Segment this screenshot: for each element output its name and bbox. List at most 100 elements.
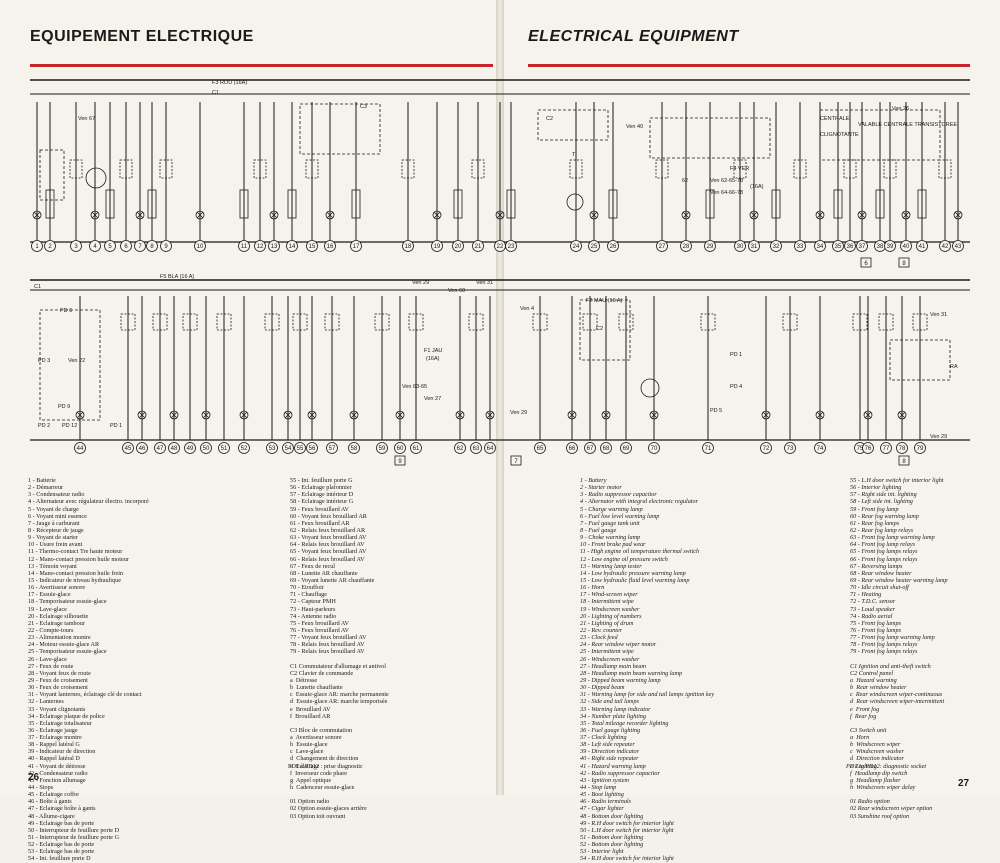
legend-entry: C1 Ignition and anti-theft switch — [850, 662, 931, 670]
connector-circle — [794, 240, 806, 252]
connector-number: 21 — [475, 244, 482, 250]
legend-entry: 75 - Feux brouillard AV — [290, 619, 350, 627]
connector-circle — [656, 240, 668, 252]
legend-entry: 8 - Récepteur de jauge — [28, 526, 84, 534]
diagram-label: PD 9 — [58, 404, 70, 410]
legend-entry: 54 - Int. feuillure porte D — [28, 855, 91, 863]
legend-entry: 17 - Wind-screen wiper — [580, 591, 638, 599]
connector-circle — [648, 442, 660, 454]
legend-entry: 27 - Headlamp main beam — [580, 662, 646, 670]
legend-entry: 20 - Lighting of numbers — [580, 612, 642, 620]
connector-number: 13 — [271, 244, 278, 250]
page-number-right: 27 — [958, 778, 970, 789]
connector-circle — [814, 240, 826, 252]
connector-circle — [484, 442, 496, 454]
connector-circle — [136, 442, 148, 454]
diagram-label: C3 — [360, 104, 367, 110]
legend-entry: 71 - Chauffage — [290, 591, 327, 599]
relay-box — [120, 313, 136, 331]
legend-entry: 73 - Loud speaker — [850, 605, 895, 613]
connector-circle — [306, 240, 318, 252]
component-box — [705, 189, 715, 219]
legend-entry: 62 - Relais feux brouillard AR — [290, 526, 366, 534]
relay-box — [408, 313, 424, 331]
legend-entry: c Essuie-glace AR: marche permanente — [290, 691, 389, 699]
control-unit — [299, 103, 381, 155]
diagram-label: Ven 27 — [424, 396, 441, 402]
legend-entry: 15 - Indicateur de niveau hydraulique — [28, 576, 121, 584]
legend-entry: 14 - Mano-contact pression huile frein — [28, 569, 124, 577]
connector-number: 74 — [817, 446, 824, 452]
lamp-symbol — [815, 210, 825, 220]
diagram-label: CENTRALE — [820, 116, 850, 122]
diagram-label: F4 VER — [730, 166, 749, 172]
connector-number: 51 — [221, 446, 228, 452]
connector-circle — [880, 442, 892, 454]
legend-entry: 56 - Eclairage plafonnier — [290, 484, 352, 492]
component-box — [453, 189, 463, 219]
lamp-symbol — [567, 410, 577, 420]
legend-entry: 74 - Antenne radio — [290, 612, 337, 620]
connector-number: 39 — [887, 244, 894, 250]
legend-entry: 34 - Eclairage plaque de police — [28, 712, 105, 720]
legend-entry: 20 - Eclairage silhouette — [28, 612, 89, 620]
connector-number: 23 — [508, 244, 515, 250]
switch-box — [655, 159, 669, 179]
legend-entry: 61 - Feux brouillard AR — [290, 519, 350, 527]
control-unit — [579, 299, 631, 361]
connector-circle — [939, 240, 951, 252]
lamp-symbol — [90, 210, 100, 220]
legend-entry: 74 - Radio aerial — [850, 612, 893, 620]
switch-box — [401, 159, 415, 179]
legend-entry: 2 - Starter motor — [580, 484, 622, 492]
connector-circle — [570, 240, 582, 252]
diagram-label: PD 6 — [60, 308, 72, 314]
connector-number: 2 — [48, 244, 52, 250]
legend-entry: b Essuie-glace — [290, 741, 328, 749]
legend-entry: f Brouillard AR — [290, 712, 331, 720]
legend-entry: b Lunette chauffante — [290, 684, 343, 692]
connector-circle — [534, 442, 546, 454]
connector-number: 24 — [573, 244, 580, 250]
connector-circle — [832, 240, 844, 252]
component-box — [147, 189, 157, 219]
connector-number: 67 — [587, 446, 594, 452]
lamp-symbol — [239, 410, 249, 420]
lamp-symbol — [857, 210, 867, 220]
connector-circle — [306, 442, 318, 454]
connector-number: 68 — [603, 446, 610, 452]
legend-entry: c Windscreen washer — [850, 748, 904, 756]
lamp-symbol — [455, 410, 465, 420]
legend-entry: C1 Commutateur d'allumage et antivol — [290, 662, 386, 670]
connector-number: 34 — [817, 244, 824, 250]
legend-entry: 79 - Relais feux brouillard AV — [290, 648, 365, 656]
diagram-label: F1 JAU — [424, 348, 442, 354]
lamp-symbol — [32, 210, 42, 220]
diagram-label: Ven 29 — [412, 280, 429, 286]
connector-number: 62 — [457, 446, 464, 452]
connector-number: 7 — [138, 244, 142, 250]
legend-entry: 62 - Rear fog lamp relays — [850, 526, 914, 534]
connector-number: 55 — [297, 446, 304, 452]
legend-entry: 26 - Windscreen washer — [580, 655, 640, 663]
legend-entry: 71 - Heating — [850, 591, 882, 599]
legend-entry: 47 - Eclairage boîte à gants — [28, 805, 96, 813]
legend-entry: 41 - Hazard warning lamp — [580, 762, 646, 770]
legend-entry: 25 - Intermittent wipe — [580, 648, 634, 656]
diagram-label: Ven 64-66-78 — [710, 190, 743, 196]
legend-entry: 10 - Front brake pad wear — [580, 541, 646, 549]
relay-box — [182, 313, 198, 331]
relay-box — [468, 313, 484, 331]
legend-entry: 9 - Voyant de starter — [28, 534, 78, 542]
legend-entry: 70 - Etouffoir — [290, 584, 324, 592]
connector-circle — [402, 240, 414, 252]
legend-entry: 36 - Fuel gauge lighting — [580, 726, 641, 734]
connector-circle — [607, 240, 619, 252]
legend-entry: d Direction indicator — [850, 755, 904, 763]
connector-number: 17 — [353, 244, 360, 250]
legend-entry: 63 - Voyant feux brouillard AV — [290, 534, 367, 542]
relay-box — [912, 313, 928, 331]
relay-box — [216, 313, 232, 331]
legend-entry: 02 Rear windscreen wiper option — [850, 805, 933, 813]
